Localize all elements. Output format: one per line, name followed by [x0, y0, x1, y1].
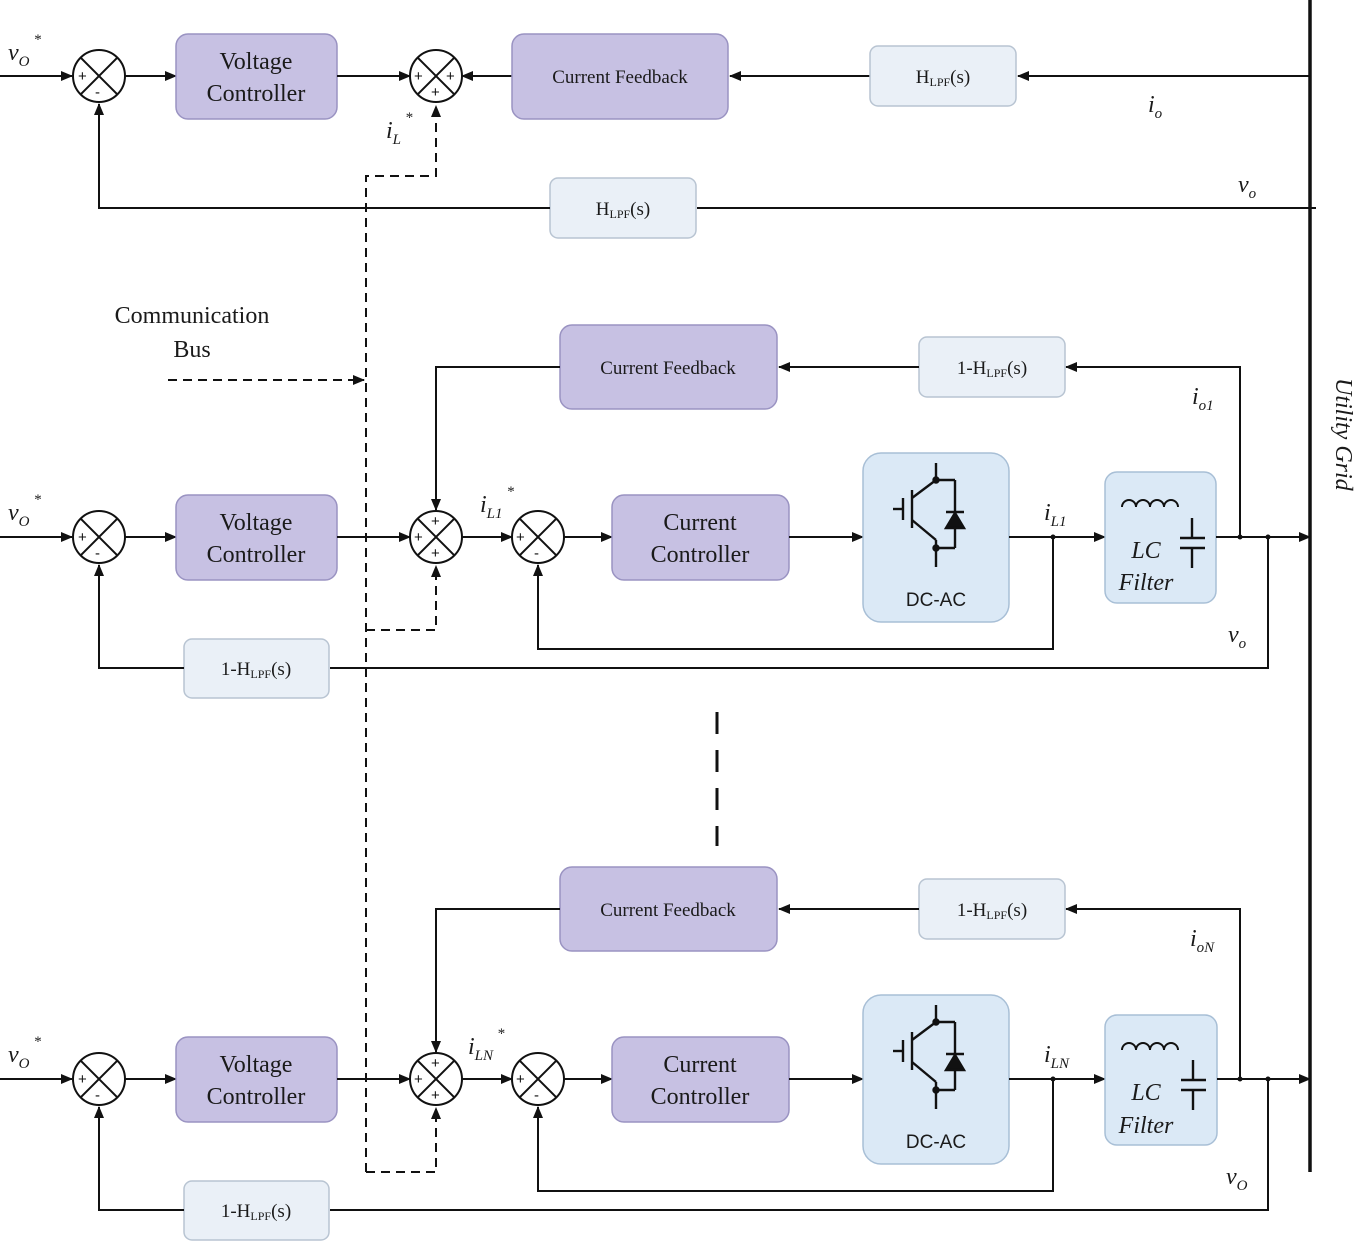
current-error-junction: + -: [511, 1052, 565, 1106]
voltage-summing-junction: + -: [72, 510, 126, 564]
svg-text:1-HLPF(s): 1-HLPF(s): [957, 900, 1027, 922]
communication-bus-label: Communication: [115, 303, 270, 329]
current-controller-block: Current Controller: [611, 1036, 790, 1123]
svg-text:DC-AC: DC-AC: [906, 590, 966, 611]
svg-text:+: +: [78, 529, 87, 546]
lc-filter-block: LC Filter: [1104, 471, 1217, 604]
svg-text:-: -: [95, 84, 100, 101]
dc-ac-converter-block: DC-AC: [862, 994, 1010, 1165]
svg-text:+: +: [431, 84, 440, 101]
voltage-controller-block: Voltage Controller: [175, 1036, 338, 1123]
svg-text:Controller: Controller: [207, 542, 306, 568]
capacitor-icon: [1180, 518, 1205, 568]
svg-text:-: -: [95, 1087, 100, 1104]
svg-text:Voltage: Voltage: [220, 49, 293, 75]
svg-text:Controller: Controller: [207, 1084, 306, 1110]
svg-text:Current Feedback: Current Feedback: [600, 358, 736, 379]
svg-text:Controller: Controller: [651, 1084, 750, 1110]
master-controller: vO* + - Voltage Controller + + +: [0, 32, 1316, 239]
current-summing-junction: + + +: [409, 510, 463, 564]
svg-text:Controller: Controller: [651, 542, 750, 568]
voltage-summing-junction: + -: [72, 49, 126, 103]
one-minus-hlpf-filter-io: 1-HLPF(s): [918, 336, 1066, 398]
inverter-1: vO* + - Voltage Controller + + + iL1*: [0, 324, 1311, 699]
svg-text:Filter: Filter: [1118, 570, 1174, 596]
svg-text:-: -: [534, 1087, 539, 1104]
igbt-switch-icon: [893, 463, 967, 567]
svg-text:+: +: [414, 68, 423, 85]
current-feedback-block: Current Feedback: [559, 866, 778, 952]
il1-ref-label: iL1*: [480, 484, 515, 522]
voltage-controller-block: Voltage Controller: [175, 33, 338, 120]
svg-text:Bus: Bus: [173, 337, 210, 363]
current-error-junction: + -: [511, 510, 565, 564]
vo-ref-label-1: vO*: [8, 492, 42, 530]
svg-text:+: +: [431, 545, 440, 562]
svg-text:LC: LC: [1130, 1080, 1161, 1106]
one-minus-hlpf-filter-vo: 1-HLPF(s): [183, 1180, 330, 1241]
svg-text:Voltage: Voltage: [220, 1052, 293, 1078]
io-label: io: [1148, 92, 1163, 122]
svg-text:-: -: [534, 545, 539, 562]
vo-label-n: vO: [1226, 1164, 1248, 1194]
vo-ref-label: vO*: [8, 32, 42, 70]
svg-text:1-HLPF(s): 1-HLPF(s): [221, 1201, 291, 1223]
svg-text:+: +: [431, 513, 440, 530]
svg-text:Current: Current: [663, 510, 737, 536]
current-summing-junction: + + +: [409, 1052, 463, 1106]
dc-ac-converter-block: DC-AC: [862, 452, 1010, 623]
svg-text:HLPF(s): HLPF(s): [596, 199, 650, 221]
svg-text:+: +: [414, 529, 423, 546]
svg-text:Voltage: Voltage: [220, 510, 293, 536]
current-feedback-block: Current Feedback: [559, 324, 778, 410]
svg-text:+: +: [414, 1071, 423, 1088]
svg-text:LC: LC: [1130, 538, 1161, 564]
svg-text:+: +: [446, 68, 455, 85]
capacitor-icon: [1181, 1060, 1206, 1110]
svg-text:+: +: [78, 1071, 87, 1088]
io1-label: io1: [1192, 384, 1214, 414]
hlpf-filter-io: HLPF(s): [869, 45, 1017, 107]
vo-label-1: vo: [1228, 622, 1247, 652]
inductor-icon: [1121, 1042, 1179, 1051]
hlpf-filter-vo: HLPF(s): [549, 177, 697, 239]
svg-text:Current Feedback: Current Feedback: [600, 900, 736, 921]
svg-text:-: -: [95, 545, 100, 562]
il1-label: iL1: [1044, 500, 1067, 530]
vo-ref-label-n: vO*: [8, 1034, 42, 1072]
igbt-switch-icon: [893, 1005, 967, 1109]
iln-ref-label: iLN*: [468, 1026, 505, 1064]
communication-bus: Communication Bus: [115, 105, 441, 1173]
svg-text:+: +: [516, 1071, 525, 1088]
svg-text:Controller: Controller: [207, 81, 306, 107]
svg-text:Filter: Filter: [1118, 1113, 1174, 1139]
svg-text:Current Feedback: Current Feedback: [552, 67, 688, 88]
svg-text:+: +: [431, 1055, 440, 1072]
svg-text:HLPF(s): HLPF(s): [916, 67, 970, 89]
svg-text:+: +: [431, 1087, 440, 1104]
inductor-icon: [1121, 499, 1179, 508]
utility-grid-label: Utility Grid: [1330, 378, 1356, 492]
svg-text:+: +: [516, 529, 525, 546]
current-summing-junction: + + +: [409, 49, 463, 103]
voltage-summing-junction: + -: [72, 1052, 126, 1106]
svg-text:+: +: [78, 68, 87, 85]
vo-grid-label: vo: [1238, 172, 1257, 202]
svg-text:1-HLPF(s): 1-HLPF(s): [221, 659, 291, 681]
current-feedback-block: Current Feedback: [511, 33, 729, 120]
svg-text:1-HLPF(s): 1-HLPF(s): [957, 358, 1027, 380]
voltage-controller-block: Voltage Controller: [175, 494, 338, 581]
current-controller-block: Current Controller: [611, 494, 790, 581]
lc-filter-block: LC Filter: [1104, 1014, 1218, 1146]
ion-label: ioN: [1190, 926, 1215, 956]
il-ref-label: iL*: [386, 110, 413, 148]
utility-grid-bus: Utility Grid: [1308, 0, 1356, 1172]
one-minus-hlpf-filter-vo: 1-HLPF(s): [183, 638, 330, 699]
svg-text:DC-AC: DC-AC: [906, 1132, 966, 1153]
inverter-n: vO* + - Voltage Controller + + + iLN*: [0, 866, 1311, 1241]
one-minus-hlpf-filter-io: 1-HLPF(s): [918, 878, 1066, 940]
iln-label: iLN: [1044, 1042, 1070, 1072]
svg-text:Current: Current: [663, 1052, 737, 1078]
